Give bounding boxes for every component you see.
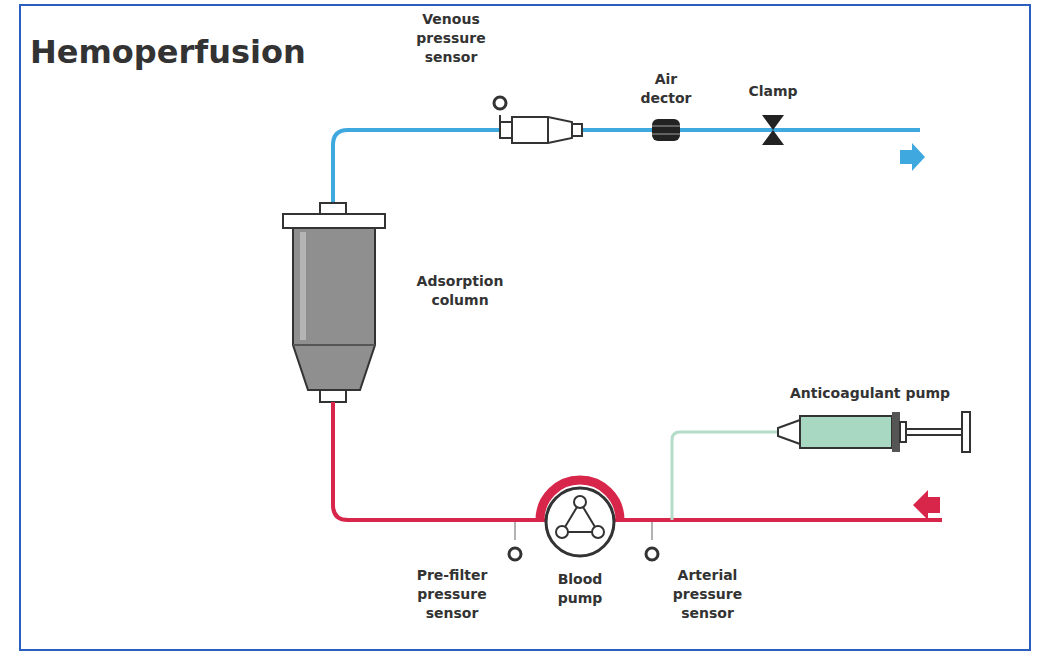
venous-line [333,130,920,203]
inflow-arrow [913,490,940,520]
sensor-label: Arterial pressure sensor [660,566,755,623]
blood-pump [540,480,620,556]
frame [20,5,1030,650]
part-label: Adsorption column [395,272,525,310]
part-label: Clamp [733,82,813,101]
adsorption-column [283,203,385,402]
arterial-line [333,402,942,520]
anticoagulant-line [672,432,778,520]
arterial-sensor [646,548,658,560]
part-label: Blood pump [540,570,620,608]
part-label: Air dector [636,70,696,108]
venous-sensor [494,97,506,109]
sensor-label: Pre-filter pressure sensor [402,566,502,623]
clamp-symbol [762,115,784,145]
diagram-title: Hemoperfusion [30,33,306,71]
air-detector [652,119,680,141]
outflow-arrow [900,143,925,171]
pre-filter-sensor [509,548,521,560]
drip-chamber [494,97,582,143]
syringe-pump [778,412,970,452]
sensor-label: Venous pressure sensor [408,10,494,67]
part-label: Anticoagulant pump [790,384,1010,403]
